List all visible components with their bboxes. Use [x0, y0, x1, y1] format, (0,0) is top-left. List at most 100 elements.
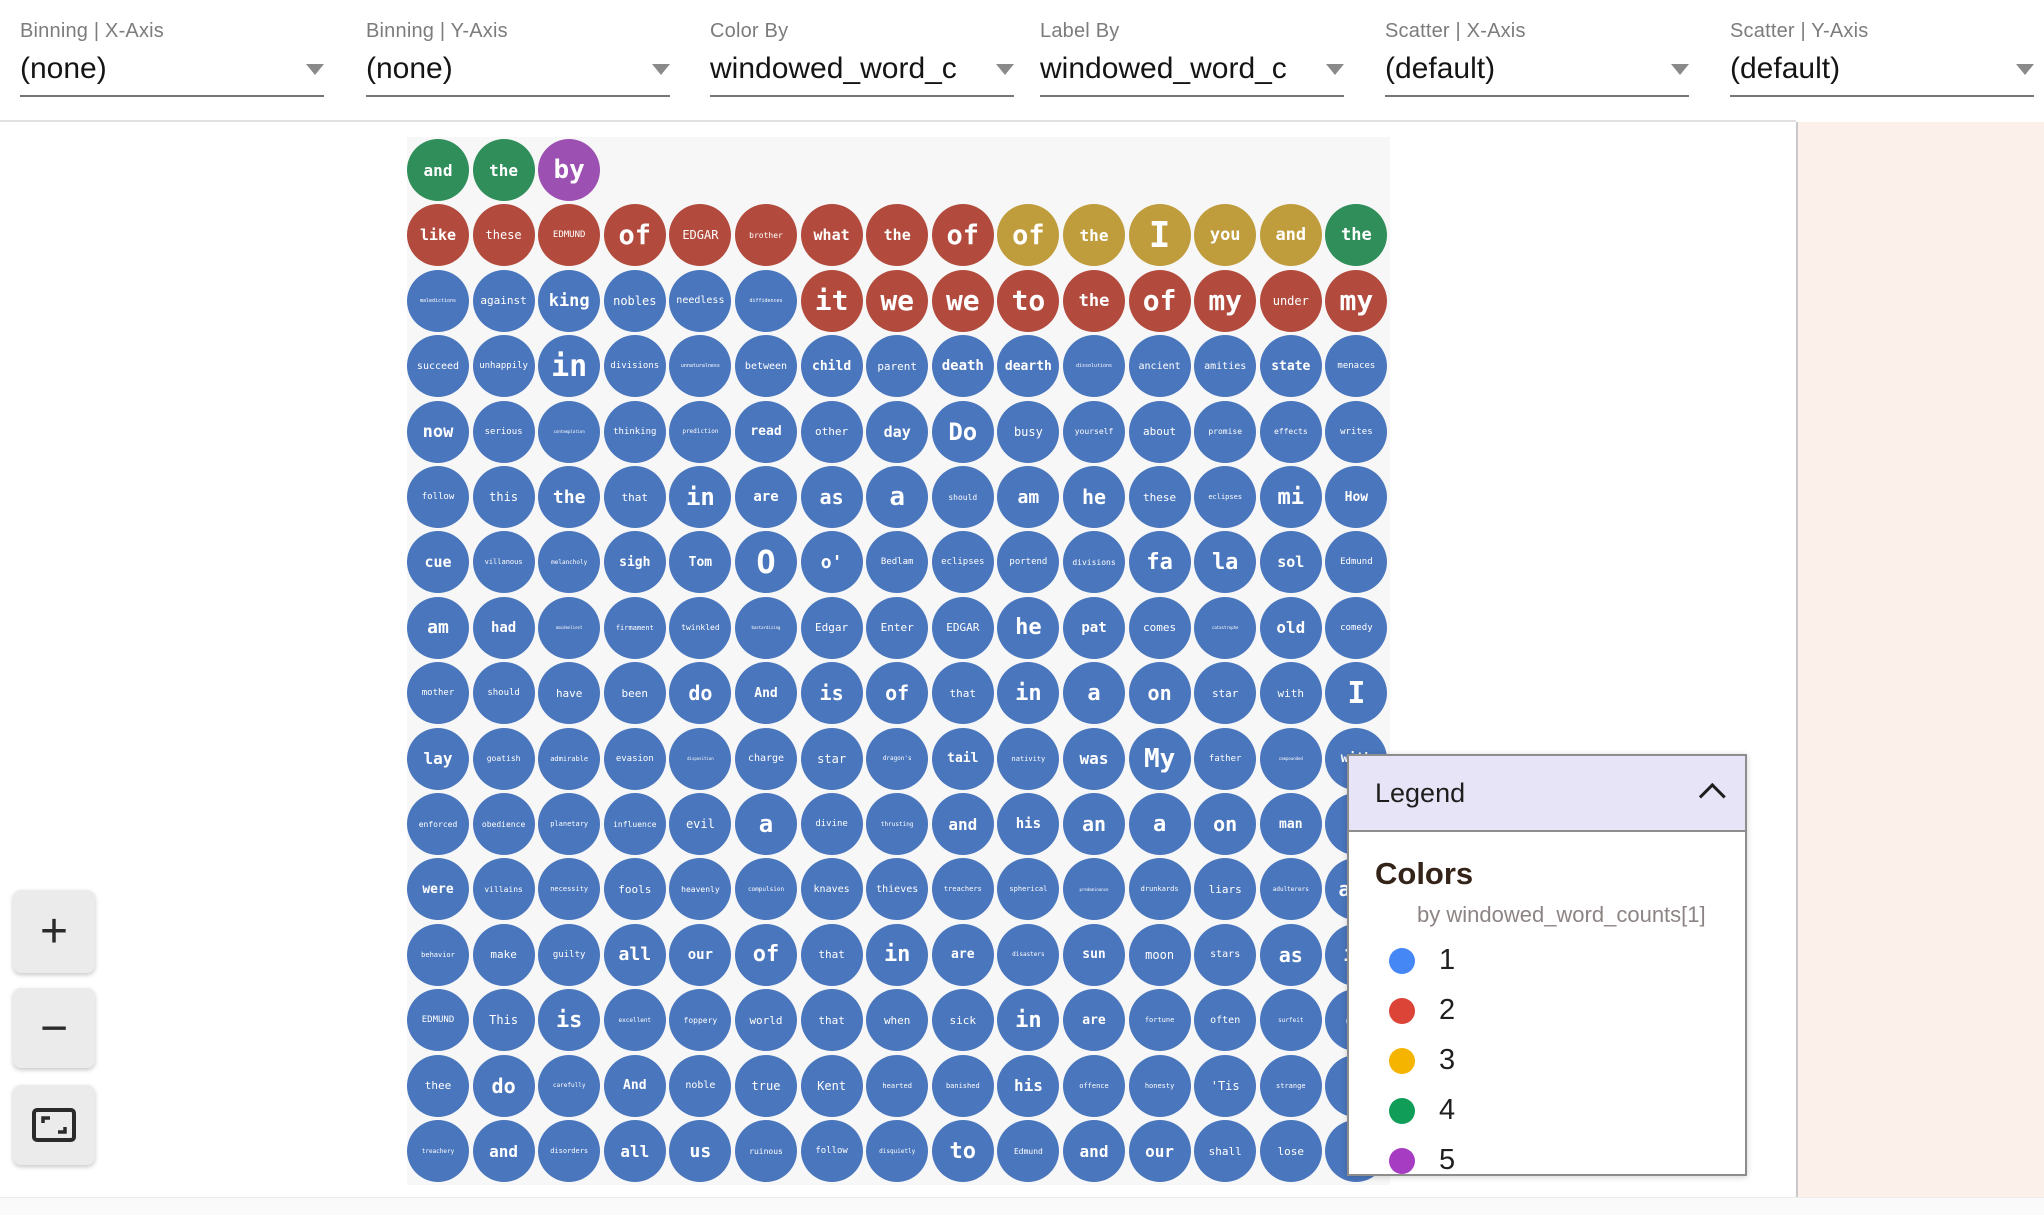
word-bubble[interactable]: and	[407, 139, 469, 201]
word-bubble[interactable]: that	[800, 923, 863, 986]
word-bubble[interactable]: carefully	[538, 1054, 601, 1117]
word-bubble[interactable]: in	[997, 662, 1060, 725]
word-bubble[interactable]: sun	[1063, 923, 1125, 986]
word-bubble[interactable]: is	[538, 989, 601, 1052]
word-bubble[interactable]: sick	[931, 989, 994, 1052]
word-bubble[interactable]: that	[800, 989, 863, 1052]
word-bubble[interactable]: I	[1325, 662, 1388, 725]
word-bubble[interactable]: sigh	[603, 531, 666, 594]
word-bubble[interactable]: had	[472, 596, 535, 659]
word-bubble[interactable]: writes	[1325, 400, 1388, 463]
word-bubble[interactable]: father	[1194, 727, 1257, 790]
word-bubble[interactable]: pat	[1063, 596, 1125, 659]
word-bubble[interactable]: firmament	[603, 596, 666, 659]
word-bubble[interactable]: EDMUND	[538, 204, 601, 267]
word-bubble[interactable]: and	[1063, 1120, 1125, 1182]
word-bubble[interactable]: state	[1259, 335, 1322, 398]
word-bubble[interactable]: thrusting	[866, 793, 929, 855]
word-bubble[interactable]: maledictions	[407, 269, 469, 332]
word-bubble[interactable]: disasters	[997, 923, 1060, 986]
word-bubble[interactable]: dragon's	[866, 727, 929, 790]
word-bubble[interactable]: heavenly	[669, 858, 732, 921]
word-bubble[interactable]: portend	[997, 531, 1060, 594]
word-bubble[interactable]: a	[1063, 662, 1125, 725]
word-bubble[interactable]: thinking	[603, 400, 666, 463]
word-bubble[interactable]: make	[472, 923, 535, 986]
word-bubble[interactable]: succeed	[407, 335, 469, 398]
word-bubble[interactable]: admirable	[538, 727, 601, 790]
word-bubble[interactable]: EDMUND	[407, 989, 469, 1052]
word-bubble[interactable]: And	[603, 1054, 666, 1117]
word-bubble[interactable]: comes	[1128, 596, 1191, 659]
word-bubble[interactable]: O	[735, 531, 797, 594]
word-bubble[interactable]: follow	[800, 1120, 863, 1182]
word-bubble[interactable]: catastrophe	[1194, 596, 1257, 659]
word-bubble[interactable]: planetary	[538, 793, 601, 855]
word-bubble[interactable]: guilty	[538, 923, 601, 986]
word-bubble[interactable]: of	[735, 923, 797, 986]
word-bubble[interactable]: do	[472, 1054, 535, 1117]
word-bubble[interactable]: ancient	[1128, 335, 1191, 398]
word-bubble[interactable]: my	[1194, 269, 1257, 332]
word-bubble[interactable]: dearth	[997, 335, 1060, 398]
fit-to-screen-button[interactable]	[13, 1085, 95, 1165]
word-bubble[interactable]: that	[603, 466, 666, 528]
dropdown-binning-y-axis[interactable]: Binning | Y-Axis (none)	[366, 20, 670, 108]
word-bubble[interactable]: he	[997, 596, 1060, 659]
word-bubble[interactable]: offence	[1063, 1054, 1125, 1117]
word-bubble[interactable]: surfeit	[1259, 989, 1322, 1052]
word-bubble[interactable]: these	[1128, 466, 1191, 528]
word-bubble[interactable]: Tom	[669, 531, 732, 594]
word-bubble[interactable]: treachery	[407, 1120, 469, 1182]
word-bubble[interactable]: on	[1128, 662, 1191, 725]
word-bubble[interactable]: by	[538, 139, 601, 201]
word-bubble[interactable]: do	[669, 662, 732, 725]
word-bubble[interactable]: the	[866, 204, 929, 267]
dropdown-label-by[interactable]: Label By windowed_word_c	[1040, 20, 1344, 108]
word-bubble[interactable]: you	[1194, 204, 1257, 267]
word-bubble[interactable]: that	[931, 662, 994, 725]
word-bubble[interactable]: Edmund	[997, 1120, 1060, 1182]
word-bubble[interactable]: his	[997, 793, 1060, 855]
dropdown-scatter-x-axis[interactable]: Scatter | X-Axis (default)	[1385, 20, 1689, 108]
word-bubble[interactable]: our	[669, 923, 732, 986]
word-bubble[interactable]: predominance	[1063, 858, 1125, 921]
word-bubble[interactable]: compounded	[1259, 727, 1322, 790]
word-bubble[interactable]: to	[997, 269, 1060, 332]
word-bubble[interactable]: nativity	[997, 727, 1060, 790]
word-bubble[interactable]: the	[472, 139, 535, 201]
word-bubble[interactable]: sol	[1259, 531, 1322, 594]
word-bubble[interactable]: all	[603, 1120, 666, 1182]
word-bubble[interactable]: star	[800, 727, 863, 790]
word-bubble[interactable]: the	[1063, 269, 1125, 332]
word-bubble[interactable]: Edmund	[1325, 531, 1388, 594]
word-bubble[interactable]: it	[800, 269, 863, 332]
word-bubble[interactable]: bastardizing	[735, 596, 797, 659]
word-bubble[interactable]: with	[1259, 662, 1322, 725]
dropdown-scatter-y-axis[interactable]: Scatter | Y-Axis (default)	[1730, 20, 2034, 108]
word-bubble[interactable]: evil	[669, 793, 732, 855]
word-bubble[interactable]: needless	[669, 269, 732, 332]
word-bubble[interactable]: brother	[735, 204, 797, 267]
word-bubble[interactable]: villanous	[472, 531, 535, 594]
word-bubble[interactable]: as	[800, 466, 863, 528]
word-bubble[interactable]: death	[931, 335, 994, 398]
word-bubble[interactable]: king	[538, 269, 601, 332]
zoom-out-button[interactable]: −	[13, 988, 95, 1068]
word-bubble[interactable]: all	[603, 923, 666, 986]
word-bubble[interactable]: dissolutions	[1063, 335, 1125, 398]
word-bubble[interactable]: eclipses	[931, 531, 994, 594]
word-bubble[interactable]: been	[603, 662, 666, 725]
word-bubble[interactable]: against	[472, 269, 535, 332]
word-bubble[interactable]: Do	[931, 400, 994, 463]
word-bubble[interactable]: of	[931, 204, 994, 267]
word-bubble[interactable]: we	[866, 269, 929, 332]
word-bubble[interactable]: have	[538, 662, 601, 725]
word-bubble[interactable]: are	[735, 466, 797, 528]
word-bubble[interactable]: fa	[1128, 531, 1191, 594]
word-bubble[interactable]: knaves	[800, 858, 863, 921]
word-bubble[interactable]: we	[931, 269, 994, 332]
word-bubble[interactable]: thee	[407, 1054, 469, 1117]
word-bubble[interactable]: diffidences	[735, 269, 797, 332]
word-bubble[interactable]: are	[1063, 989, 1125, 1052]
